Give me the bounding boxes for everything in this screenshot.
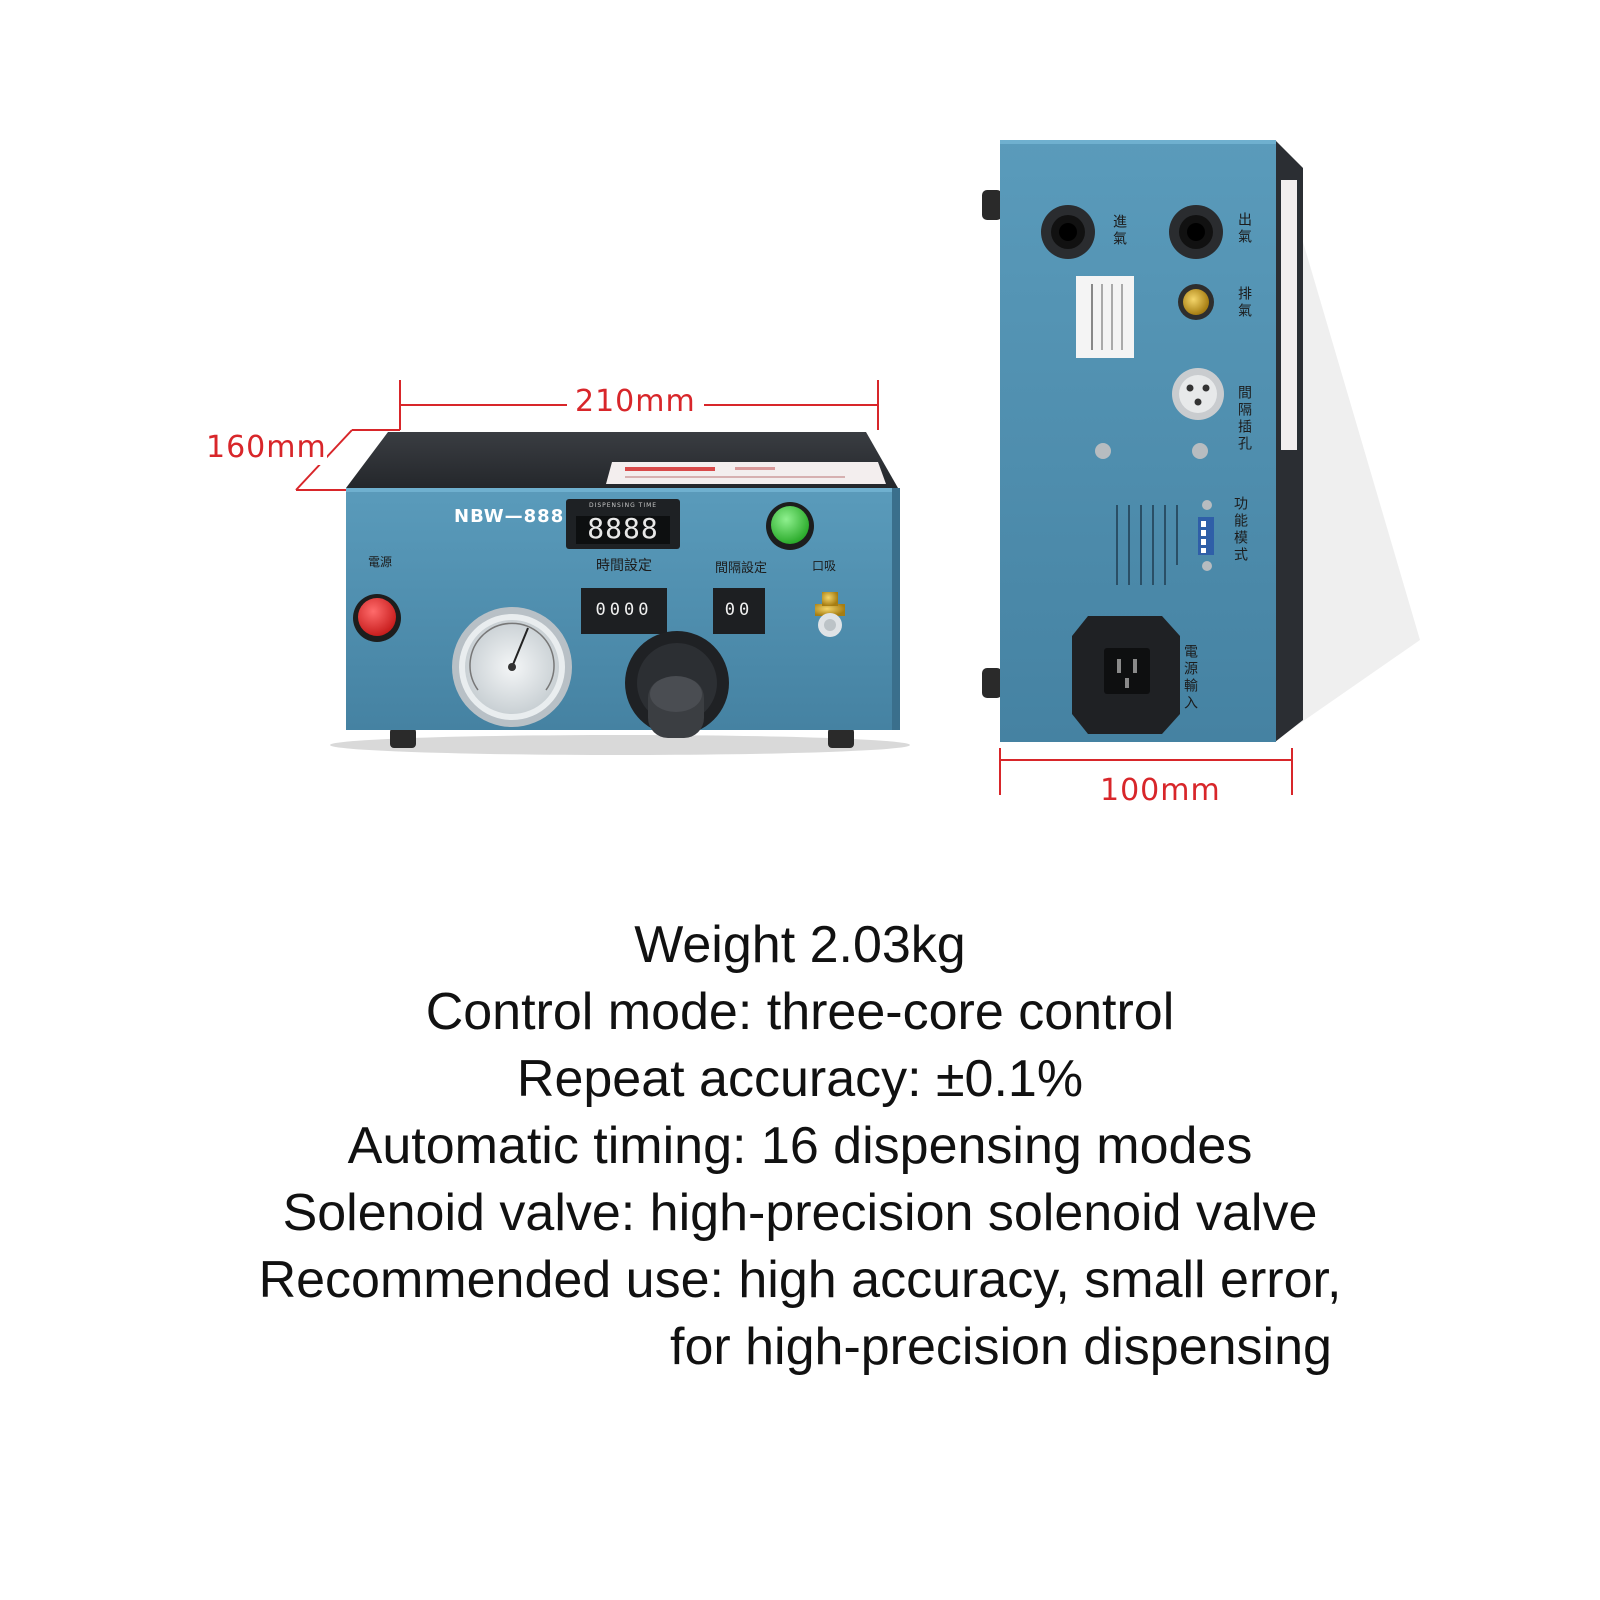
spec-recommended-use: Recommended use: high accuracy, small er… <box>258 1251 1342 1309</box>
model-name: NBW—888 <box>454 506 565 527</box>
spec-automatic-timing: Automatic timing: 16 dispensing modes <box>347 1117 1253 1175</box>
power-input-label: 電源輸入 <box>1182 644 1198 712</box>
power-button <box>358 598 396 636</box>
width-dimension-label: 210mm <box>567 384 704 419</box>
time-setting-dial <box>581 588 667 634</box>
front-view <box>330 432 910 755</box>
interval-setting-label: 間隔設定 <box>715 561 768 576</box>
rear-spec-sticker <box>1076 276 1134 358</box>
rear-view <box>982 140 1420 742</box>
product-drawing <box>295 140 1420 795</box>
spec-recommended-use-continued: for high-precision dispensing <box>670 1318 1332 1376</box>
front-foot-left <box>390 728 416 748</box>
display-digits: 8888 <box>587 512 659 545</box>
product-figure: 210mm 160mm 100mm NBW—888 DISPENSING TIM… <box>206 140 1420 808</box>
interval-setting-dial <box>713 588 765 634</box>
spec-control-mode: Control mode: three-core control <box>425 983 1175 1041</box>
front-foot-right <box>828 728 854 748</box>
foot-switch-label: 間隔插孔 <box>1236 385 1252 453</box>
display-caption: DISPENSING TIME <box>588 502 658 509</box>
brass-fitting <box>815 604 845 616</box>
spec-repeat-accuracy: Repeat accuracy: ±0.1% <box>516 1050 1084 1108</box>
spec-solenoid-valve: Solenoid valve: high-precision solenoid … <box>282 1184 1318 1242</box>
start-button <box>771 506 809 544</box>
spec-weight: Weight 2.03kg <box>634 916 966 974</box>
time-setting-label: 時間設定 <box>596 558 652 574</box>
time-dial-digits: 0000 <box>595 600 653 620</box>
interval-dial-digits: 00 <box>724 600 754 620</box>
side-width-dimension-label: 100mm <box>1092 773 1229 808</box>
exhaust-label: 排氣 <box>1236 286 1252 320</box>
air-out-label: 出氣 <box>1236 212 1252 246</box>
top-sticker <box>606 462 886 484</box>
function-mode-label: 功能模式 <box>1232 496 1248 564</box>
depth-dimension-label: 160mm <box>206 430 327 465</box>
air-in-label: 進氣 <box>1111 214 1127 248</box>
suction-label: 口吸 <box>812 559 837 573</box>
power-label: 電源 <box>368 555 393 569</box>
